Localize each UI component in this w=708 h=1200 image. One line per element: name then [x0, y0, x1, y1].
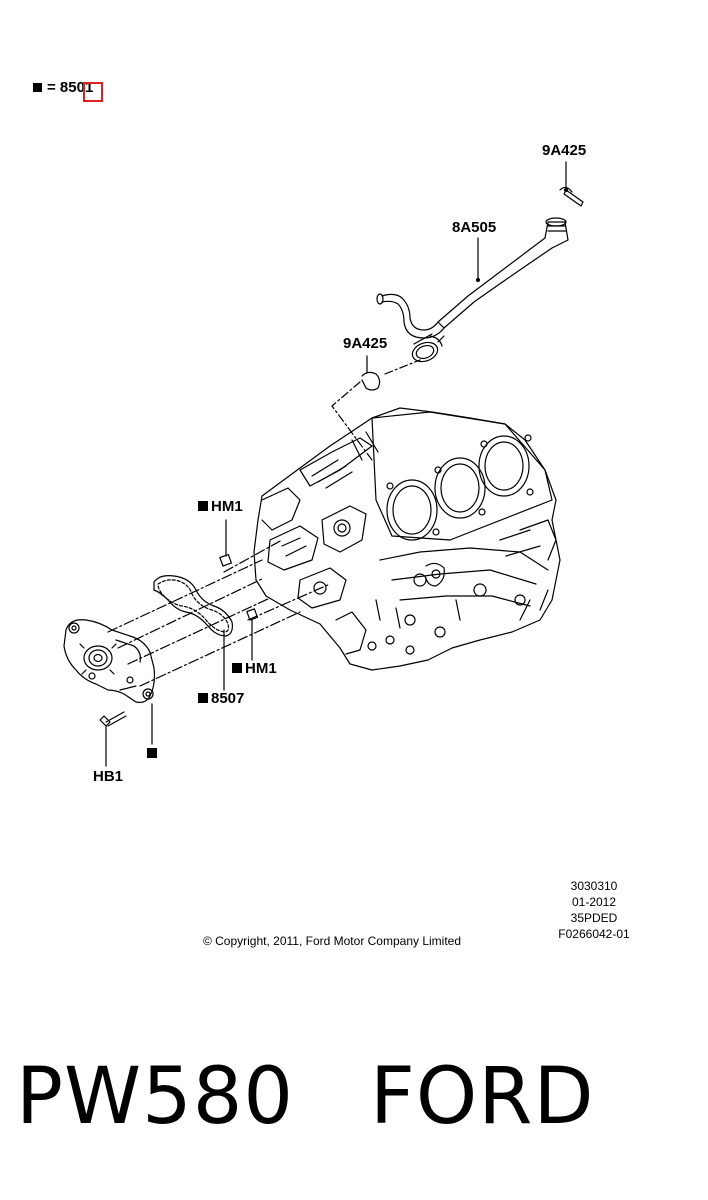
- note-square-icon: [198, 693, 208, 703]
- legend-square-icon: [33, 83, 42, 92]
- legend: = 8501: [33, 79, 93, 97]
- callout-9a425-mid: 9A425: [343, 335, 388, 352]
- dowel-pin-lower: [246, 608, 259, 661]
- callout-8a505: 8A505: [452, 219, 497, 236]
- drawing-date: 01-2012: [571, 895, 617, 909]
- drawing-code: 35PDED: [570, 911, 618, 925]
- part-number-title: PW580: [16, 1052, 295, 1142]
- copyright-text: © Copyright, 2011, Ford Motor Company Li…: [202, 934, 462, 948]
- brand-title: FORD: [370, 1052, 595, 1142]
- clip-9a425-top: [559, 161, 584, 207]
- callout-hm1-lower: HM1: [232, 660, 277, 678]
- callout-hb1: HB1: [93, 768, 124, 785]
- gasket-8507: [153, 575, 233, 691]
- bolt-hb1: [99, 711, 127, 767]
- drawing-number: 3030310: [570, 879, 618, 893]
- highlight-box: [83, 82, 103, 102]
- callout-hm1-upper-text: HM1: [211, 498, 243, 515]
- callout-8507-text: 8507: [211, 690, 245, 707]
- note-square-icon: [198, 501, 208, 511]
- note-square-icon: [147, 748, 157, 758]
- exploded-parts-diagram: [63, 161, 584, 767]
- coolant-tube-8a505: [376, 217, 569, 363]
- callout-9a425-top: 9A425: [542, 142, 587, 159]
- note-square-icon: [232, 663, 242, 673]
- dowel-pin-upper: [219, 519, 233, 567]
- callout-hm1-upper: HM1: [198, 498, 243, 516]
- legend-text: = 8501: [47, 79, 94, 96]
- callout-8507: 8507: [198, 690, 244, 708]
- clamp-9a425-mid: [331, 355, 421, 461]
- callout-pump-note: [147, 745, 160, 763]
- engine-block: [253, 407, 561, 671]
- figure-id: F0266042-01: [558, 927, 630, 941]
- water-pump: [63, 619, 156, 745]
- callout-hm1-lower-text: HM1: [245, 660, 277, 677]
